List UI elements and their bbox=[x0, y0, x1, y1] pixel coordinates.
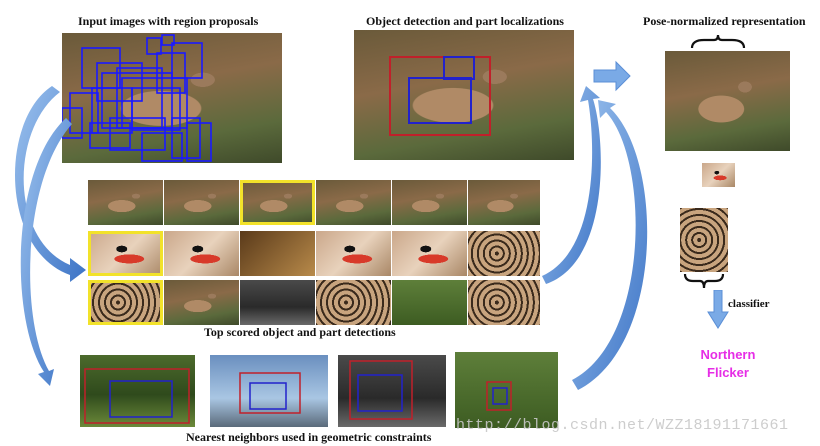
detection-image bbox=[354, 30, 574, 160]
detection-thumb-selected bbox=[240, 180, 315, 225]
head-detections-strip bbox=[88, 231, 540, 276]
result-label-line1: Northern bbox=[700, 347, 756, 362]
classifier-label: classifier bbox=[728, 298, 770, 310]
region-proposals bbox=[62, 34, 212, 162]
body-detections-strip bbox=[88, 280, 540, 325]
pose-normalized-title: Pose-normalized representation bbox=[643, 14, 806, 28]
body-thumb bbox=[240, 280, 315, 325]
head-thumb bbox=[316, 231, 391, 276]
detection-boxes bbox=[389, 56, 491, 136]
neighbor-image-1 bbox=[80, 355, 195, 427]
top-brace bbox=[690, 34, 746, 49]
part-body-crop bbox=[680, 208, 728, 272]
head-thumb-selected bbox=[88, 231, 163, 276]
watermark-text: http://blog.csdn.net/WZZ18191171661 bbox=[456, 417, 789, 434]
detection-thumb bbox=[88, 180, 163, 225]
bottom-brace bbox=[683, 273, 725, 289]
neighbor-boxes-2 bbox=[239, 372, 301, 414]
top-scored-label: Top scored object and part detections bbox=[204, 325, 396, 339]
arrow-to-pose-normalized bbox=[593, 60, 631, 92]
part-head-crop bbox=[702, 163, 735, 187]
detection-thumb bbox=[316, 180, 391, 225]
detection-thumb bbox=[164, 180, 239, 225]
pose-normalized-image bbox=[665, 51, 790, 151]
neighbor-image-2 bbox=[210, 355, 328, 427]
classifier-arrow bbox=[707, 290, 729, 329]
head-thumb bbox=[392, 231, 467, 276]
detection-thumb bbox=[468, 180, 540, 225]
arrow-from-neighbors-to-detection bbox=[572, 100, 648, 390]
neighbor-image-4 bbox=[455, 352, 558, 428]
neighbor-boxes-3 bbox=[349, 360, 413, 420]
input-images-title: Input images with region proposals bbox=[78, 14, 259, 28]
neighbor-boxes-4 bbox=[486, 381, 512, 411]
object-detections-strip bbox=[88, 180, 540, 225]
result-label-line2: Flicker bbox=[707, 365, 749, 380]
body-thumb-selected bbox=[88, 280, 163, 325]
head-thumb bbox=[468, 231, 540, 276]
body-thumb bbox=[164, 280, 239, 325]
neighbors-label: Nearest neighbors used in geometric cons… bbox=[186, 430, 432, 444]
body-thumb bbox=[468, 280, 540, 325]
head-thumb bbox=[240, 231, 315, 276]
input-image bbox=[62, 33, 282, 163]
head-thumb bbox=[164, 231, 239, 276]
neighbor-image-3 bbox=[338, 355, 446, 427]
body-thumb bbox=[392, 280, 467, 325]
body-thumb bbox=[316, 280, 391, 325]
neighbor-boxes-1 bbox=[84, 368, 190, 424]
detection-thumb bbox=[392, 180, 467, 225]
detection-title: Object detection and part localizations bbox=[366, 14, 564, 28]
